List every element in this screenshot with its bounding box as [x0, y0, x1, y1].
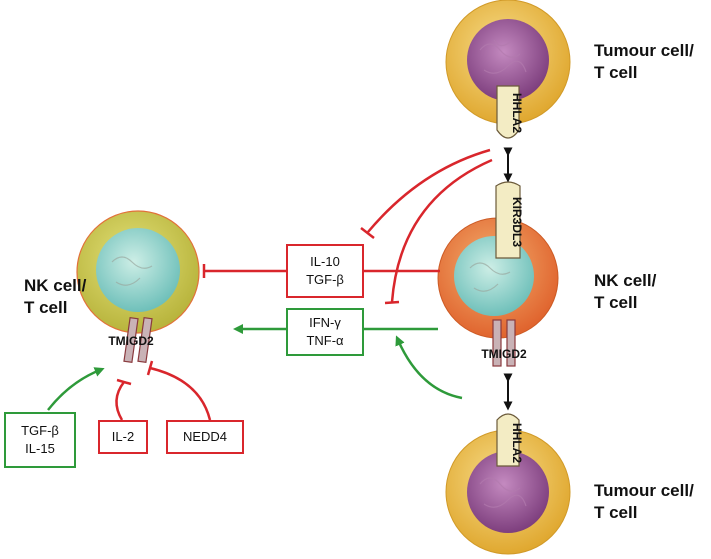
- box-ifng-tnfa: IFN-γ TNF-α: [286, 308, 364, 356]
- tmigd2-right-receptor: TMIGD2: [481, 319, 527, 367]
- label-top-cell: Tumour cell/ T cell: [594, 40, 694, 84]
- inhibit-curve-il2: [115, 381, 126, 421]
- label-top-cell-line1: Tumour cell/: [594, 41, 694, 60]
- label-right-nk-line2: T cell: [594, 293, 638, 312]
- label-bottom-cell-line2: T cell: [594, 503, 638, 522]
- box-ifng-tnfa-line2: TNF-α: [306, 333, 344, 348]
- inhibit-bar-ifn-box: [384, 300, 400, 305]
- box-ifng-tnfa-line1: IFN-γ: [309, 315, 341, 330]
- tmigd2-right-label: TMIGD2: [481, 347, 527, 361]
- inhibit-bar-il2: [116, 378, 132, 386]
- box-il10-tgfb-line2: TGF-β: [306, 272, 344, 287]
- activate-curve-tgf-il15: [47, 367, 105, 411]
- label-right-nk: NK cell/ T cell: [594, 270, 656, 314]
- nk-cell-left: [76, 210, 200, 334]
- inhibit-bar-il10-box: [360, 227, 375, 239]
- label-left-nk: NK cell/ T cell: [24, 275, 86, 319]
- box-il10-tgfb-line1: IL-10: [310, 254, 340, 269]
- activate-curve-tumour-to-nk: [395, 335, 463, 400]
- tmigd2-left-receptor: TMIGD2: [108, 316, 154, 364]
- box-il2-text: IL-2: [111, 429, 135, 444]
- label-bottom-cell-line1: Tumour cell/: [594, 481, 694, 500]
- box-tgfb-il15-line1: TGF-β: [21, 423, 59, 438]
- hhla2-top-label: HHLA2: [510, 93, 524, 133]
- box-tgfb-il15: TGF-β IL-15: [4, 412, 76, 468]
- hhla2-bottom-label: HHLA2: [510, 423, 524, 463]
- inhibit-curve-to-il10-box: [367, 148, 491, 233]
- hhla2-bottom-receptor: HHLA2: [496, 413, 524, 467]
- label-left-nk-line2: T cell: [24, 298, 68, 317]
- label-top-cell-line2: T cell: [594, 63, 638, 82]
- label-left-nk-line1: NK cell/: [24, 276, 87, 295]
- kir3dl3-label: KIR3DL3: [510, 197, 524, 247]
- kir3dl3-receptor: KIR3DL3: [495, 181, 524, 259]
- label-bottom-cell: Tumour cell/ T cell: [594, 480, 694, 524]
- inhibit-curve-nedd4: [149, 366, 212, 421]
- box-il2: IL-2: [98, 420, 148, 454]
- tmigd2-left-label: TMIGD2: [108, 334, 154, 348]
- box-nedd4-text: NEDD4: [182, 429, 228, 444]
- box-tgfb-il15-line2: IL-15: [25, 441, 55, 456]
- tumour-cell-top: [445, 0, 571, 125]
- box-il10-tgfb: IL-10 TGF-β: [286, 244, 364, 298]
- label-right-nk-line1: NK cell/: [594, 271, 657, 290]
- tumour-cell-bottom: [445, 429, 571, 555]
- box-nedd4: NEDD4: [166, 420, 244, 454]
- hhla2-top-receptor: HHLA2: [496, 85, 524, 139]
- inhibit-bar-nedd4: [146, 360, 154, 376]
- inhibit-curve-to-ifn-box: [390, 158, 493, 303]
